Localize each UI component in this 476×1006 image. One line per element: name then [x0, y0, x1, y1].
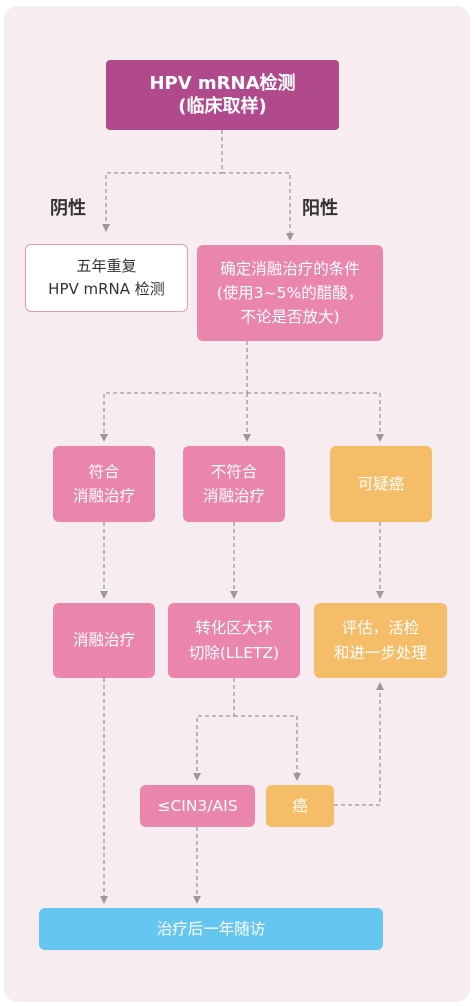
cancer-box: 癌 — [266, 785, 334, 827]
repeat-test-box: 五年重复 HPV mRNA 检测 — [25, 244, 188, 312]
ablation-criteria-box: 确定消融治疗的条件 (使用3~5%的醋酸， 不论是否放大) — [197, 245, 383, 341]
follow-up-box: 治疗后一年随访 — [39, 908, 383, 950]
positive-label: 阳性 — [302, 198, 338, 219]
hpv-mrna-test-box: HPV mRNA检测 (临床取样) — [106, 60, 339, 130]
ineligible-ablation-box: 不符合 消融治疗 — [183, 446, 285, 522]
cin3-ais-box: ≤CIN3/AIS — [140, 785, 255, 827]
negative-label: 阴性 — [50, 198, 86, 219]
eligible-ablation-box: 符合 消融治疗 — [53, 446, 155, 522]
evaluate-biopsy-box: 评估，活检 和进一步处理 — [314, 603, 447, 678]
lletz-box: 转化区大环 切除(LLETZ) — [168, 603, 300, 678]
ablation-treatment-box: 消融治疗 — [53, 603, 155, 678]
suspected-cancer-box: 可疑癌 — [330, 446, 432, 522]
